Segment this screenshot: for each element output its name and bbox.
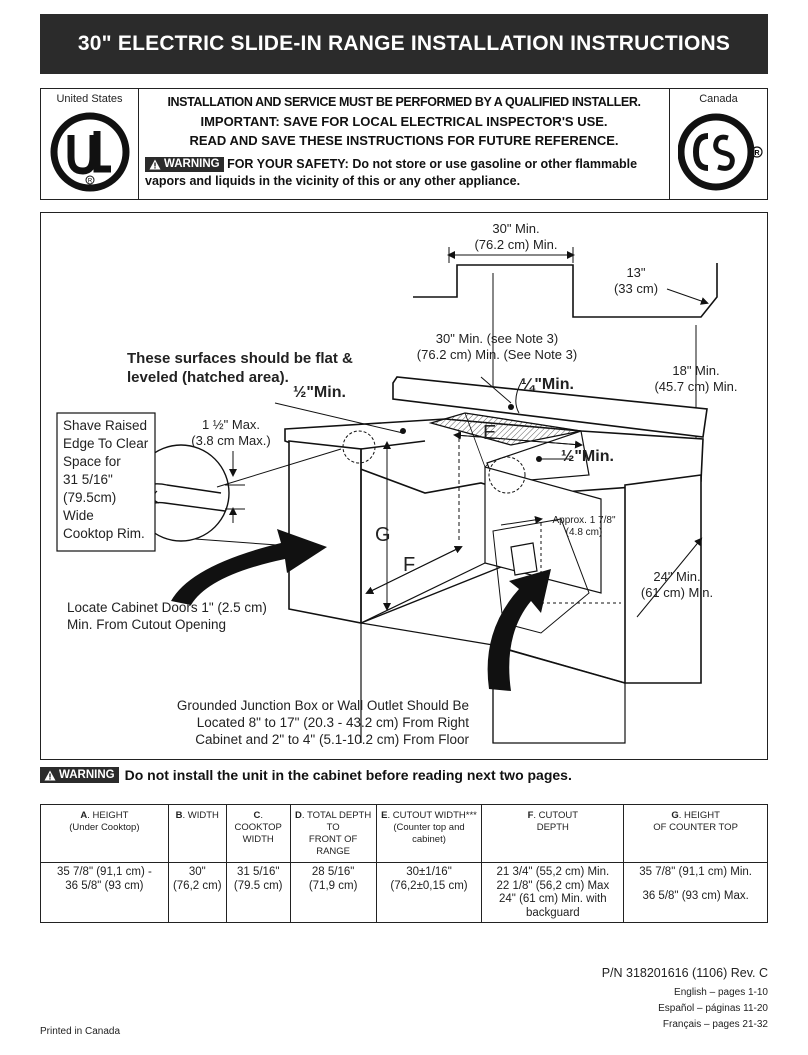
base-width-label: 24" Min. (61 cm) Min. [640, 569, 714, 600]
value-c: 31 5/16" (79.5 cm) [225, 862, 291, 923]
warning-triangle-icon [149, 159, 161, 170]
hood-depth-label: 13" (33 cm) [613, 265, 659, 296]
safety-warning: WARNING FOR YOUR SAFETY: Do not store or… [141, 156, 667, 190]
pages-english: English – pages 1-10 [674, 987, 768, 998]
value-d: 28 5/16" (71,9 cm) [289, 862, 377, 923]
language-pages: English – pages 1-10 Español – páginas 1… [658, 985, 768, 1033]
pages-spanish: Español – páginas 11-20 [658, 1003, 768, 1014]
installation-diagram: 30" Min. (76.2 cm) Min. 13" (33 cm) 30" … [40, 212, 768, 760]
right-cabinet [624, 474, 702, 684]
value-g-max: 36 5/8" (93 cm) Max. [642, 889, 749, 902]
warning-badge-2-label: WARNING [59, 769, 115, 781]
overhead-clearance-label: 30" Min. (see Note 3) (76.2 cm) Min. (Se… [416, 331, 578, 362]
printed-in: Printed in Canada [40, 1026, 121, 1037]
cabinet-warning-text: Do not install the unit in the cabinet b… [124, 767, 572, 783]
cabinet-door-arrow [171, 529, 327, 605]
page-title: 30" ELECTRIC SLIDE-IN RANGE INSTALLATION… [40, 14, 768, 74]
warning-badge-2: WARNING [40, 767, 119, 783]
rim-max-label: 1 ½" Max. (3.8 cm Max.) [191, 417, 271, 448]
quarter-min-label: ¼"Min. [521, 376, 574, 393]
inspector-text: IMPORTANT: SAVE FOR LOCAL ELECTRICAL INS… [200, 114, 608, 129]
dimension-f-label: F [403, 554, 416, 576]
value-a: 35 7/8" (91,1 cm) - 36 5/8" (93 cm) [40, 862, 169, 923]
value-f: 21 3/4" (55,2 cm) Min. 22 1/8" (56,2 cm)… [481, 862, 625, 923]
header-b: B. WIDTH [167, 804, 227, 863]
header-a: A. HEIGHT(Under Cooktop) [40, 804, 169, 863]
us-label: United States [56, 93, 123, 105]
junction-box [510, 542, 538, 576]
junction-box-note: Grounded Junction Box or Wall Outlet Sho… [176, 698, 469, 747]
warning-triangle-icon [44, 770, 56, 780]
part-number: P/N 318201616 (1106) Rev. C [601, 966, 768, 980]
value-e: 30±1/16" (76,2±0,15 cm) [375, 862, 483, 923]
warning-text: FOR YOUR SAFETY: Do not store or use gas… [145, 157, 638, 188]
dimension-e-label: E [483, 422, 497, 444]
warning-badge-label: WARNING [164, 158, 220, 170]
left-cabinet [288, 440, 362, 624]
backsplash [392, 376, 708, 438]
value-b: 30" (76,2 cm) [167, 862, 227, 923]
dimension-g-label: G [375, 524, 391, 546]
table-header-row: A. HEIGHT(Under Cooktop) B. WIDTH C. COO… [40, 804, 768, 863]
warning-badge: WARNING [145, 157, 224, 172]
header-e: E. CUTOUT WIDTH***(Counter top and cabin… [375, 804, 483, 863]
shave-note-box [56, 412, 156, 552]
half-min-right-label: ½"Min. [561, 448, 614, 465]
half-min-left-label: ½"Min. [293, 384, 346, 401]
canada-label: Canada [699, 93, 738, 105]
safety-instructions: INSTALLATION AND SERVICE MUST BE PERFORM… [141, 93, 667, 190]
ul-logo-icon: R [50, 112, 130, 192]
qualified-installer-text: INSTALLATION AND SERVICE MUST BE PERFORM… [167, 95, 641, 109]
csa-certification: Canada R [669, 89, 767, 199]
cabinet-doors-note: Locate Cabinet Doors 1" (2.5 cm) Min. Fr… [67, 600, 267, 632]
csa-logo-icon: R [678, 113, 763, 191]
cabinet-drawing [56, 247, 718, 744]
hood-width-label: 30" Min. (76.2 cm) Min. [474, 221, 558, 252]
side-clearance-label: 18" Min. (45.7 cm) Min. [654, 363, 738, 394]
value-g: 35 7/8" (91,1 cm) Min. 36 5/8" (93 cm) M… [623, 862, 768, 923]
pages-french: Français – pages 21-32 [662, 1019, 768, 1030]
safety-notice-box: United States R INSTALLATION AND SERVICE… [40, 88, 768, 200]
cabinet-warning: WARNING Do not install the unit in the c… [40, 767, 572, 783]
table-row: 35 7/8" (91,1 cm) - 36 5/8" (93 cm) 30" … [40, 862, 768, 923]
hood-outline [413, 263, 718, 318]
approx-label: Approx. 1 7/8" (4.8 cm) [552, 515, 616, 538]
flat-surfaces-note: These surfaces should be flat & leveled … [127, 350, 353, 386]
value-g-min: 35 7/8" (91,1 cm) Min. [639, 866, 752, 878]
svg-text:R: R [754, 150, 759, 157]
shave-note-text: Shave Raised Edge To Clear Space for 31 … [63, 418, 149, 541]
junction-box-arrow [487, 569, 551, 691]
svg-text:R: R [88, 179, 93, 185]
ul-certification: United States R [41, 89, 139, 199]
save-instructions-text: READ AND SAVE THESE INSTRUCTIONS FOR FUT… [189, 133, 619, 148]
dimensions-table: A. HEIGHT(Under Cooktop) B. WIDTH C. COO… [40, 804, 768, 923]
